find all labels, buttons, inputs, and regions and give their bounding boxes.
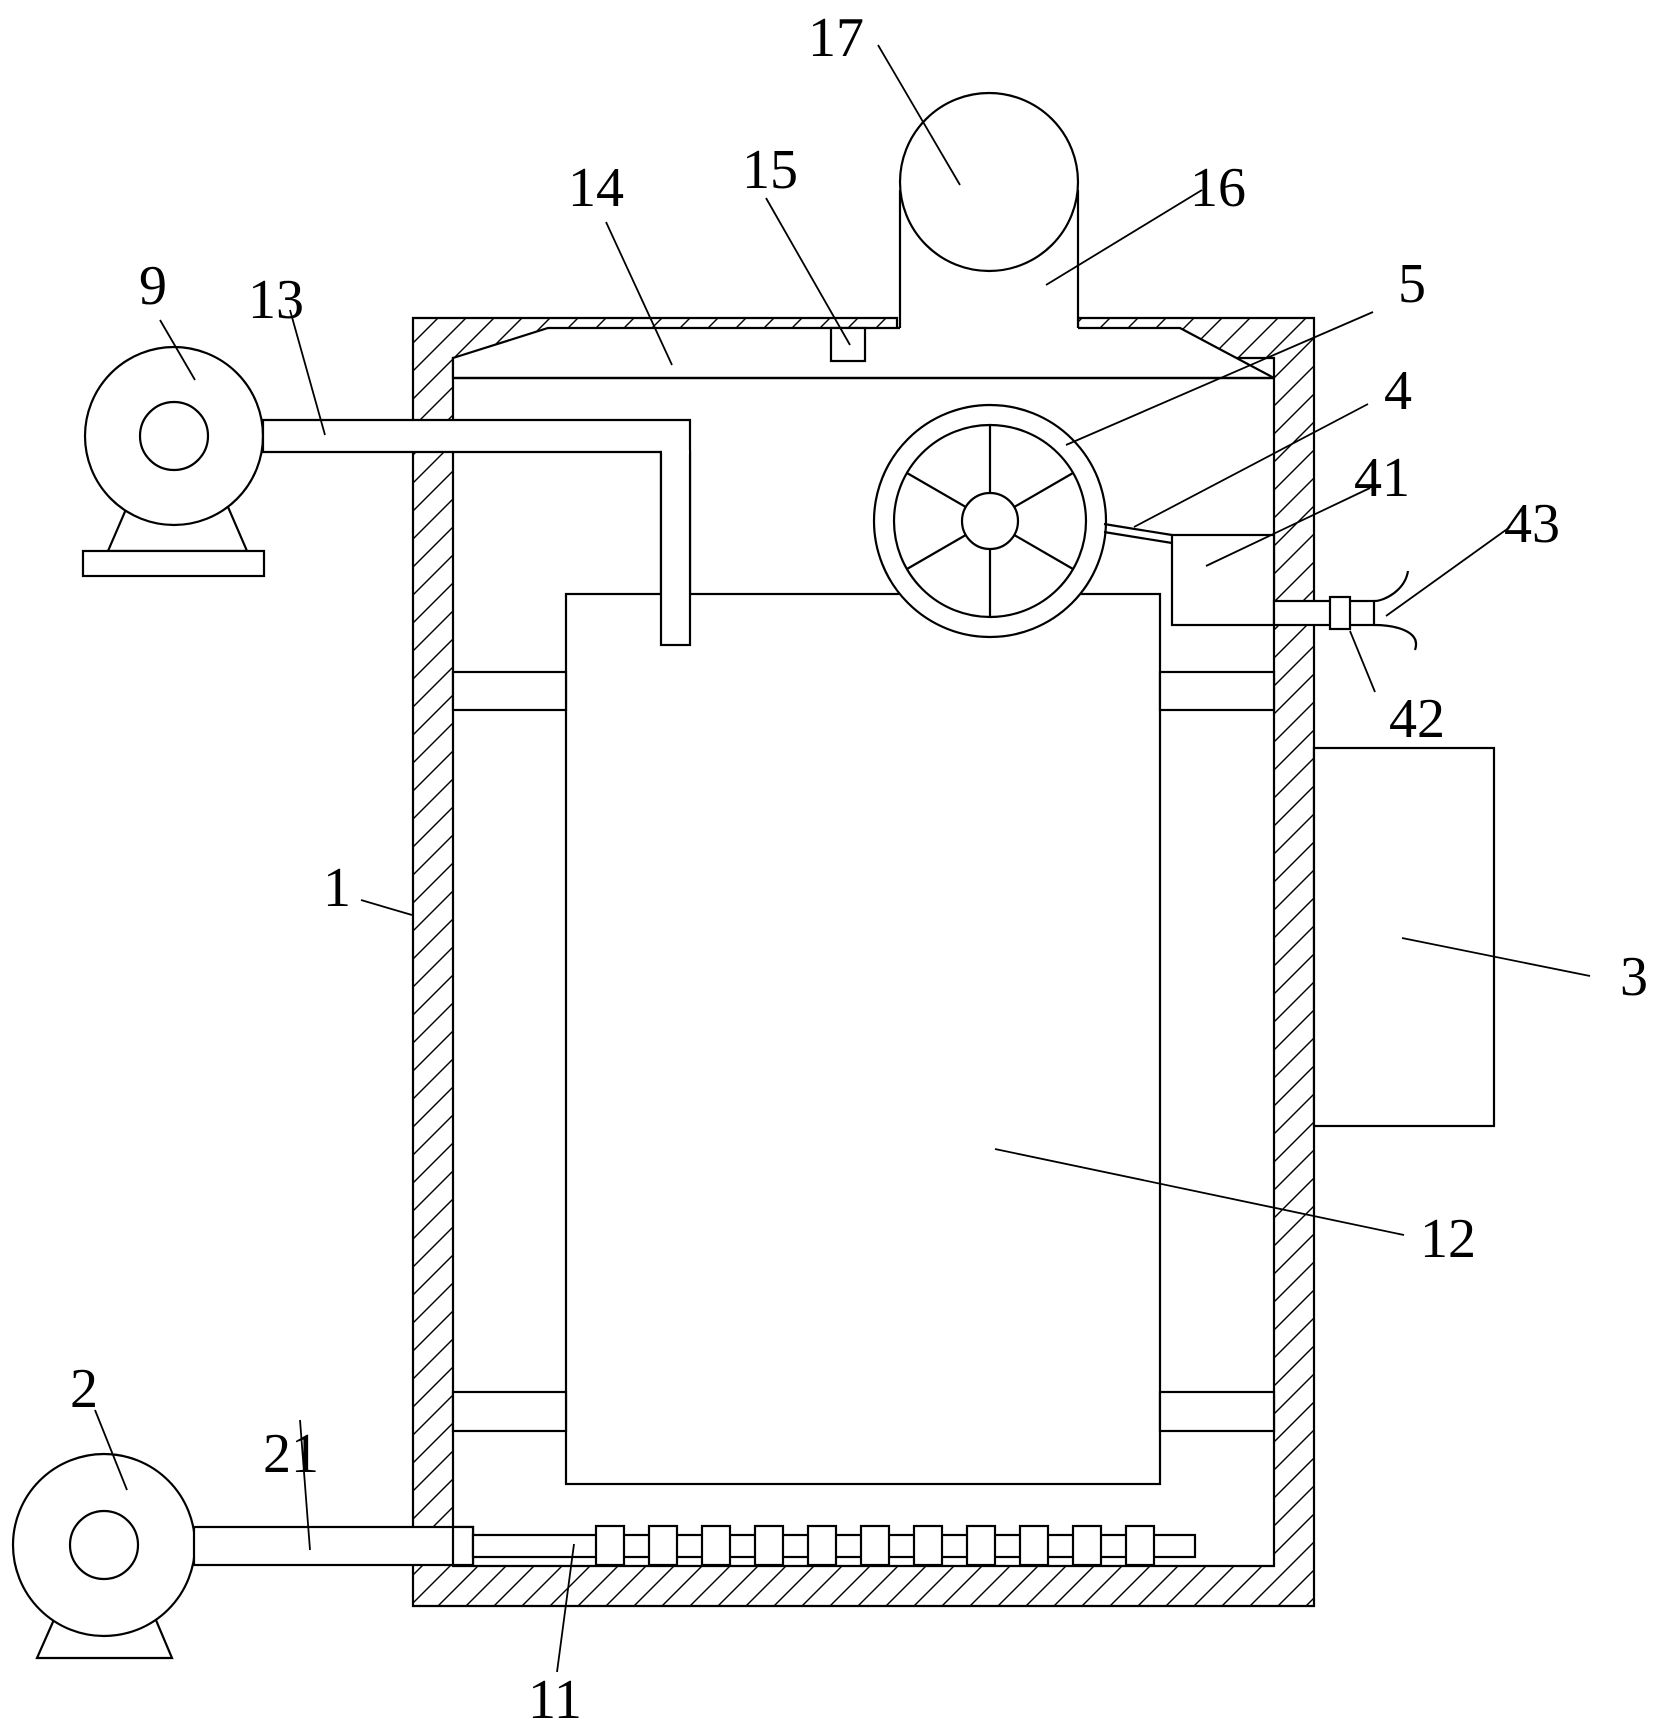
label-21: 21: [263, 1423, 319, 1485]
pipe-21: [192, 1525, 475, 1567]
label-13: 13: [248, 269, 304, 331]
label-12: 12: [1420, 1208, 1476, 1270]
label-17: 17: [808, 7, 864, 69]
label-16: 16: [1190, 157, 1246, 219]
label-14: 14: [568, 157, 624, 219]
control-box-3: [1312, 746, 1496, 1128]
label-1: 1: [323, 857, 351, 919]
label-15: 15: [742, 139, 798, 201]
leader-lines: [94, 44, 1591, 1673]
label-41: 41: [1354, 447, 1410, 509]
label-11: 11: [528, 1669, 582, 1723]
label-9: 9: [139, 255, 167, 317]
motor-41: [1103, 522, 1276, 627]
label-42: 42: [1389, 688, 1445, 750]
pump-2: [11, 1452, 197, 1660]
blower-17: [898, 91, 1080, 330]
label-43: 43: [1504, 493, 1560, 555]
label-3: 3: [1620, 946, 1648, 1008]
label-4: 4: [1384, 360, 1412, 422]
wire-42-43: [1272, 570, 1418, 651]
label-5: 5: [1398, 253, 1426, 315]
sensor-15: [829, 326, 867, 363]
pump-9: [81, 345, 266, 578]
support-brackets: [451, 670, 1276, 1433]
label-2: 2: [70, 1358, 98, 1420]
fan-5: [872, 403, 1108, 639]
chamber-12: [564, 592, 1162, 1486]
aerator-11: [471, 1524, 1197, 1567]
